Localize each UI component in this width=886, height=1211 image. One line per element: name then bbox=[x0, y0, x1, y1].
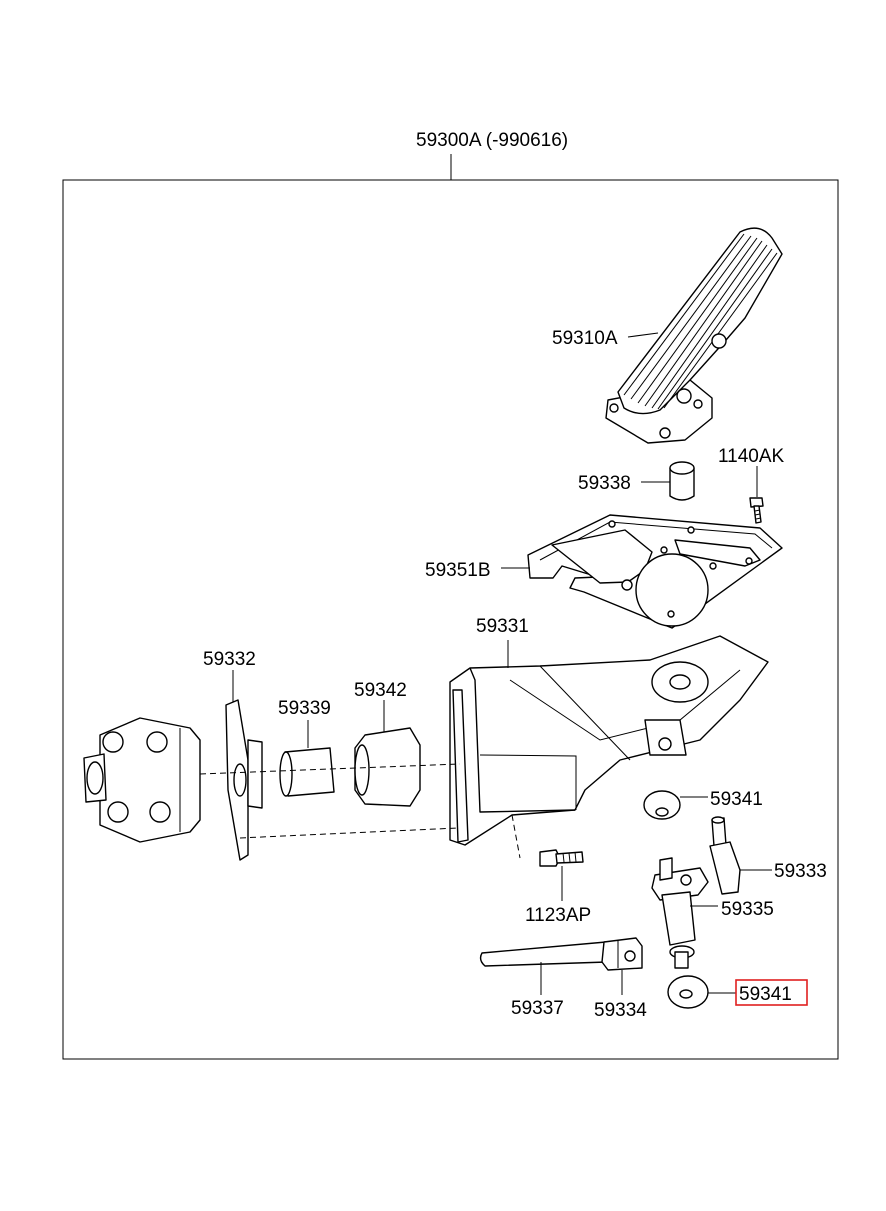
assembly-axis-upper bbox=[199, 763, 461, 775]
rod-59337-drawing bbox=[479, 941, 608, 967]
label-59339: 59339 bbox=[278, 698, 331, 719]
pedal-pad-drawing bbox=[605, 227, 783, 444]
label-1140AK: 1140AK bbox=[718, 446, 785, 467]
washer-59341-top-drawing bbox=[643, 790, 681, 820]
pin-59333-drawing bbox=[709, 816, 741, 895]
flange-59332-drawing bbox=[225, 699, 263, 861]
washer-59341-bottom-drawing bbox=[667, 975, 709, 1009]
label-1123AP: 1123AP bbox=[525, 905, 591, 926]
housing-59331-drawing bbox=[449, 635, 769, 846]
label-59341-bottom: 59341 bbox=[739, 984, 792, 1005]
cylinder-end-drawing bbox=[83, 717, 201, 843]
leader-59310A bbox=[627, 332, 659, 338]
bushing-59342-drawing bbox=[354, 727, 421, 807]
label-59332: 59332 bbox=[203, 649, 256, 670]
bushing-59338-drawing bbox=[669, 461, 695, 501]
bushing-59339-drawing bbox=[279, 747, 335, 797]
assembly-axis-bolt bbox=[511, 814, 521, 859]
shaft-59335-drawing bbox=[651, 857, 709, 969]
label-59338: 59338 bbox=[578, 473, 631, 494]
label-59335: 59335 bbox=[721, 899, 774, 920]
label-59351B: 59351B bbox=[425, 560, 491, 581]
bracket-plate-59351B-drawing bbox=[527, 514, 783, 629]
label-59341-top: 59341 bbox=[710, 789, 763, 810]
label-59333: 59333 bbox=[774, 861, 827, 882]
highlight-box-59341 bbox=[735, 979, 808, 1006]
label-59331: 59331 bbox=[476, 616, 529, 637]
bolt-1123AP-drawing bbox=[539, 849, 584, 867]
assembly-label: 59300A (-990616) bbox=[416, 130, 568, 151]
label-59337: 59337 bbox=[511, 998, 564, 1019]
label-59334: 59334 bbox=[594, 1000, 647, 1021]
label-59342: 59342 bbox=[354, 680, 407, 701]
label-59310A: 59310A bbox=[552, 328, 618, 349]
bolt-1140AK-drawing bbox=[749, 497, 764, 524]
clevis-59334-drawing bbox=[601, 937, 643, 971]
assembly-axis-lower bbox=[239, 827, 459, 839]
